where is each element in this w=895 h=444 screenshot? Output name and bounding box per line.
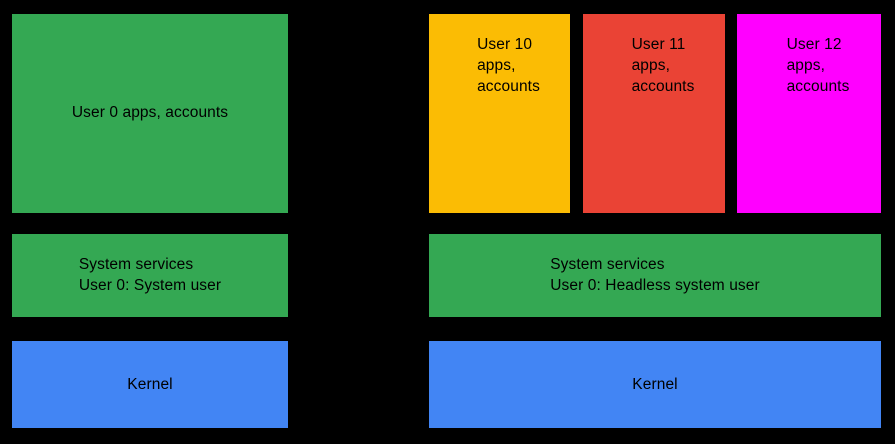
block-user-0-apps: User 0 apps, accounts: [12, 14, 288, 213]
block-user-10-apps-label: User 10 apps, accounts: [477, 36, 540, 95]
block-right-system-services-label: System services User 0: Headless system …: [550, 255, 760, 294]
block-user-10-apps: User 10 apps, accounts: [429, 14, 570, 213]
block-left-system-services-label: System services User 0: System user: [78, 255, 222, 294]
block-user-11-apps: User 11 apps, accounts: [583, 14, 725, 213]
block-left-kernel-label: Kernel: [127, 376, 173, 393]
block-right-kernel-label: Kernel: [632, 376, 678, 393]
block-user-11-apps-label: User 11 apps, accounts: [631, 36, 695, 95]
block-user-12-apps: User 12 apps, accounts: [737, 14, 881, 213]
block-left-system-services: System services User 0: System user: [12, 234, 288, 317]
block-right-kernel: Kernel: [429, 341, 881, 428]
block-user-12-apps-label: User 12 apps, accounts: [786, 36, 850, 95]
block-left-kernel: Kernel: [12, 341, 288, 428]
block-user-0-apps-label: User 0 apps, accounts: [71, 104, 229, 121]
block-right-system-services: System services User 0: Headless system …: [429, 234, 881, 317]
